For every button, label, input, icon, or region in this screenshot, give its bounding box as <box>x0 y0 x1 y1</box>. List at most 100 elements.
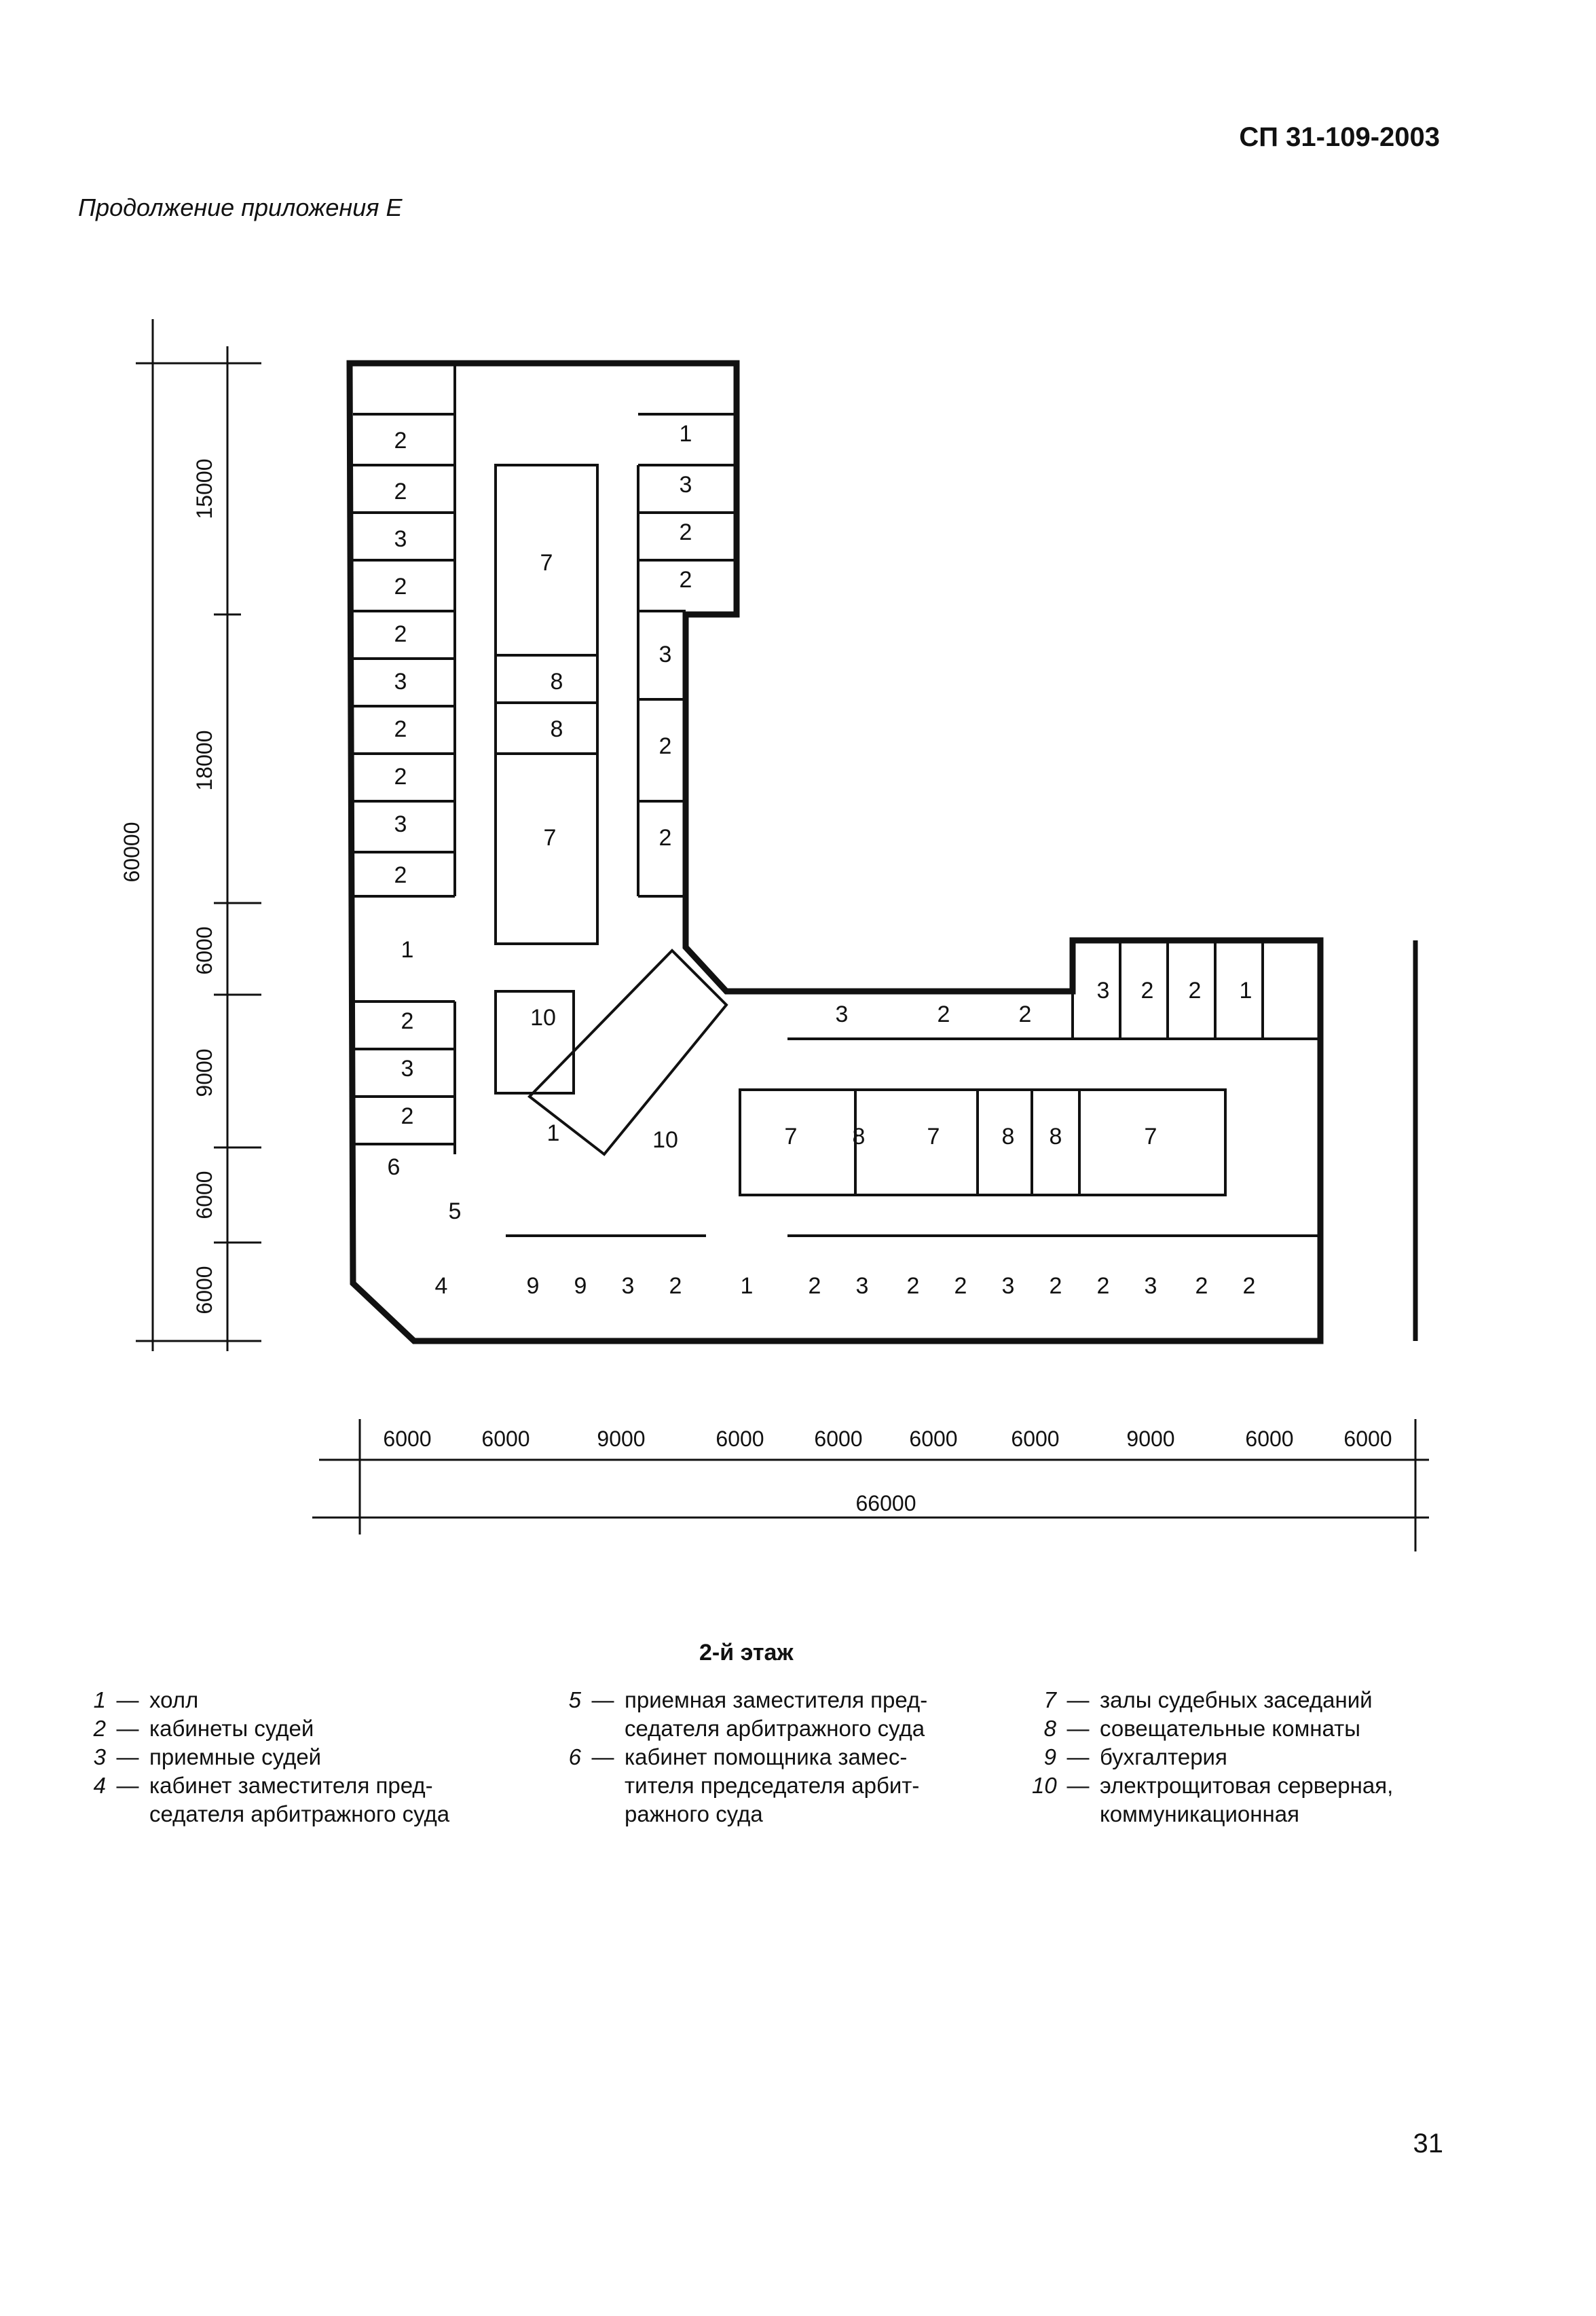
room-label: 2 <box>1243 1273 1256 1299</box>
left-dim-9000: 9000 <box>192 1048 217 1097</box>
room-label: 2 <box>1097 1273 1110 1299</box>
room-label: 8 <box>551 716 563 742</box>
room-label: 2 <box>1189 978 1202 1004</box>
room-label: 4 <box>435 1273 448 1299</box>
legend-column-2: 5—приемная заместителя пред- седателя ар… <box>557 1686 928 1828</box>
bottom-dim-10: 6000 <box>1343 1427 1392 1451</box>
room-label: 3 <box>394 811 407 837</box>
room-label: 9 <box>574 1273 587 1299</box>
left-dim-6000-b: 6000 <box>192 1171 217 1219</box>
room-label: 3 <box>659 642 672 667</box>
legend-text: кабинет заместителя пред- <box>149 1773 433 1798</box>
legend-text-cont: ражного суда <box>625 1801 763 1826</box>
floor-title: 2-й этаж <box>699 1640 794 1666</box>
bottom-dim-total: 66000 <box>856 1491 916 1515</box>
legend-text-cont: коммуникационная <box>1100 1801 1299 1826</box>
room-label: 5 <box>449 1198 462 1224</box>
room-label: 7 <box>785 1124 798 1150</box>
bottom-dim-5: 6000 <box>814 1427 862 1451</box>
page-number: 31 <box>1413 2129 1444 2158</box>
room-label: 7 <box>540 550 553 576</box>
legend-text-cont: тителя председателя арбит- <box>625 1773 920 1798</box>
legend-column-1: 1—холл 2—кабинеты судей 3—приемные судей… <box>81 1686 450 1828</box>
left-dim-total: 60000 <box>119 822 144 883</box>
floor-plan: 15000 18000 6000 9000 6000 6000 60000 60… <box>119 319 1429 1551</box>
legend-text: приемная заместителя пред- <box>625 1687 928 1712</box>
room-label: 3 <box>1002 1273 1015 1299</box>
room-label: 2 <box>401 1008 414 1034</box>
room-partitions <box>353 363 1320 1237</box>
legend-num: 2 <box>93 1716 106 1741</box>
left-dim-6000-a: 6000 <box>192 926 217 974</box>
room-label: 10 <box>652 1127 678 1153</box>
room-label: 7 <box>544 825 557 851</box>
room-label: 2 <box>954 1273 967 1299</box>
room-label: 3 <box>394 669 407 695</box>
bottom-dim-3: 9000 <box>597 1427 645 1451</box>
legend-text: бухгалтерия <box>1100 1744 1227 1769</box>
legend-num: 5 <box>568 1687 581 1712</box>
room-label: 1 <box>741 1273 754 1299</box>
room-label: 2 <box>1141 978 1154 1004</box>
room-label: 2 <box>938 1001 950 1027</box>
legend-num: 8 <box>1043 1716 1056 1741</box>
left-dim-6000-c: 6000 <box>192 1266 217 1314</box>
room-label: 10 <box>530 1005 556 1031</box>
bottom-dim-1: 6000 <box>383 1427 431 1451</box>
legend-num: 10 <box>1032 1773 1057 1798</box>
room-label: 3 <box>1145 1273 1157 1299</box>
bottom-dim-4: 6000 <box>716 1427 764 1451</box>
legend-text-cont: седателя арбитражного суда <box>149 1801 450 1826</box>
legend-text: приемные судей <box>149 1744 322 1769</box>
room-label: 2 <box>680 567 692 593</box>
legend-column-3: 7—залы судебных заседаний 8—совещательны… <box>1032 1686 1393 1828</box>
legend-text: кабинеты судей <box>149 1716 314 1741</box>
room-label: 2 <box>1050 1273 1062 1299</box>
document-code: СП 31-109-2003 <box>1239 122 1440 152</box>
room-label: 7 <box>927 1124 940 1150</box>
bottom-dim-2: 6000 <box>481 1427 530 1451</box>
bottom-dim-7: 6000 <box>1011 1427 1059 1451</box>
legend-num: 6 <box>568 1744 581 1769</box>
room-label: 2 <box>659 825 672 851</box>
room-label: 2 <box>1019 1001 1032 1027</box>
legend-num: 3 <box>93 1744 106 1769</box>
room-label: 9 <box>527 1273 540 1299</box>
legend-text: кабинет помощника замес- <box>625 1744 908 1769</box>
room-label: 2 <box>1195 1273 1208 1299</box>
room-label: 2 <box>394 428 407 454</box>
legend-text: залы судебных заседаний <box>1100 1687 1373 1712</box>
left-dim-18000: 18000 <box>192 731 217 791</box>
room-label: 8 <box>1002 1124 1015 1150</box>
room-label: 2 <box>669 1273 682 1299</box>
room-label: 2 <box>809 1273 821 1299</box>
legend-text: совещательные комнаты <box>1100 1716 1360 1741</box>
room-label: 1 <box>680 421 692 447</box>
dimension-lines-bottom <box>312 940 1429 1551</box>
room-label: 2 <box>401 1103 414 1129</box>
room-label: 2 <box>907 1273 920 1299</box>
room-label: 3 <box>401 1056 414 1082</box>
room-label: 2 <box>394 862 407 888</box>
bottom-dim-9: 6000 <box>1245 1427 1293 1451</box>
legend-text: электрощитовая серверная, <box>1100 1773 1394 1798</box>
room-label: 3 <box>622 1273 635 1299</box>
room-label: 1 <box>401 937 414 963</box>
room-label: 2 <box>394 716 407 742</box>
room-label: 1 <box>1240 978 1252 1004</box>
room-label: 3 <box>836 1001 849 1027</box>
room-label: 6 <box>388 1154 401 1180</box>
room-label: 2 <box>394 764 407 790</box>
room-label: 1 <box>547 1120 560 1146</box>
room-label: 2 <box>394 479 407 504</box>
legend-num: 1 <box>93 1687 106 1712</box>
room-label: 8 <box>551 669 563 695</box>
legend-num: 9 <box>1043 1744 1056 1769</box>
legend-text: холл <box>149 1687 199 1712</box>
room-label: 3 <box>1097 978 1110 1004</box>
room-label: 3 <box>394 526 407 552</box>
bottom-dim-6: 6000 <box>909 1427 957 1451</box>
room-label: 3 <box>856 1273 869 1299</box>
room-numbers: 2 2 3 2 2 3 2 2 3 2 1 2 3 2 6 5 4 7 8 8 … <box>388 421 1256 1299</box>
room-label: 8 <box>853 1124 866 1150</box>
